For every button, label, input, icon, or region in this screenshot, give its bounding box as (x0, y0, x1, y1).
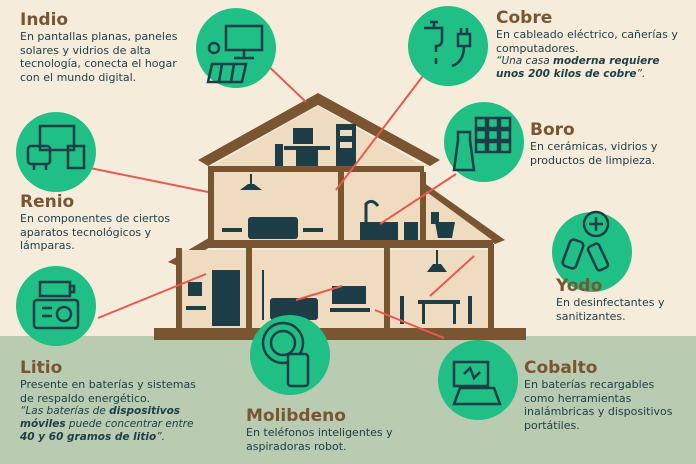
battery-generator-icon (16, 266, 96, 346)
element-description: En pantallas planas, paneles solares y v… (20, 30, 178, 84)
cleaning-tiles-icon (444, 102, 524, 182)
cobalto-block: Cobalto En baterías recargables como her… (524, 358, 674, 432)
element-description: En baterías recargables como herramienta… (524, 378, 673, 432)
element-description: En cableado eléctrico, cañerías y comput… (496, 28, 678, 55)
house (154, 93, 526, 340)
connector-lines (89, 59, 475, 339)
disinfectant-icon (552, 210, 632, 292)
ground-band (0, 336, 696, 464)
molibdeno-block: Molibdeno En teléfonos inteligentes y as… (246, 406, 396, 453)
element-title: Molibdeno (246, 406, 346, 426)
element-description: En componentes de ciertos aparatos tecno… (20, 212, 171, 252)
electronics-devices-icon (16, 112, 96, 192)
element-description: En cerámicas, vidrios y productos de lim… (530, 140, 658, 167)
indio-block: Indio En pantallas planas, paneles solar… (20, 10, 188, 84)
faucet-plug-icon (408, 6, 488, 86)
monitor-icon (196, 8, 276, 88)
element-title: Renio (20, 192, 75, 212)
element-description: En desinfectantes y sanitizantes. (556, 296, 665, 323)
renio-block: Renio En componentes de ciertos aparatos… (20, 192, 172, 253)
element-title: Yodo (556, 276, 603, 296)
laptop-battery-icon (438, 340, 518, 420)
element-quote: “Las baterías de dispositivos móviles pu… (20, 405, 194, 443)
litio-block: Litio Presente en baterías y sistemas de… (20, 358, 210, 444)
solar-panel-icon (206, 41, 248, 84)
element-description: En teléfonos inteligentes y aspiradoras … (246, 426, 393, 453)
element-title: Cobalto (524, 358, 598, 378)
element-description: Presente en baterías y sistemas de respa… (20, 378, 196, 405)
robot-vacuum-phone-icon (250, 315, 330, 395)
element-title: Indio (20, 10, 69, 30)
yodo-block: Yodo En desinfectantes y sanitizantes. (556, 276, 680, 323)
element-quote: “Una casa moderna requiere unos 200 kilo… (496, 55, 660, 80)
boro-block: Boro En cerámicas, vidrios y productos d… (530, 120, 692, 167)
element-title: Litio (20, 358, 63, 378)
element-title: Boro (530, 120, 575, 140)
cobre-block: Cobre En cableado eléctrico, cañerías y … (496, 8, 686, 81)
element-title: Cobre (496, 8, 553, 28)
